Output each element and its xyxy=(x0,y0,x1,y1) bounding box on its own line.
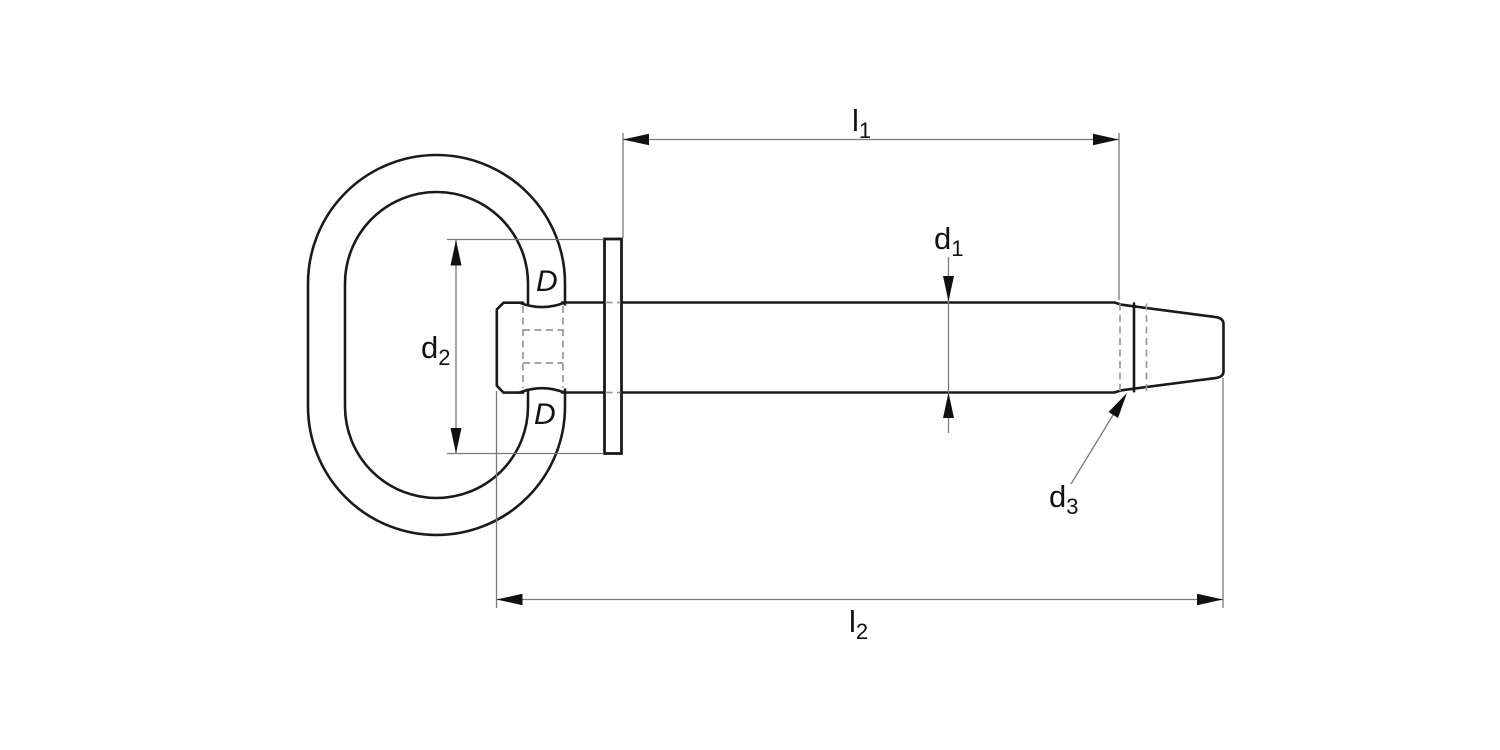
arrowhead xyxy=(1108,393,1127,418)
arrowhead-right xyxy=(1197,593,1223,606)
dimension-l1: l1 xyxy=(622,103,1120,300)
dim-label-d1: d1 xyxy=(934,221,964,261)
arrowhead-down xyxy=(450,428,462,454)
ring-wire-crossing-top xyxy=(518,301,566,309)
dimension-d1: d1 xyxy=(934,221,964,433)
arrowhead-up xyxy=(450,240,462,266)
arrowhead-down xyxy=(943,276,954,302)
pin-shaft-outline xyxy=(560,301,1225,394)
groove-hidden-mask xyxy=(509,305,572,389)
dimension-l2: l2 xyxy=(495,378,1224,644)
wire-diameter-label-bottom: D xyxy=(534,398,556,431)
arrowhead-up xyxy=(943,392,954,418)
dim-label-l2: l2 xyxy=(849,604,868,644)
dim-label-d2: d2 xyxy=(421,330,451,370)
arrowhead-right xyxy=(1093,133,1119,146)
pin-head xyxy=(495,301,525,394)
pin-body xyxy=(495,237,1225,455)
ring-wire-diameter-labels: D D xyxy=(534,265,558,431)
ring-wire-crossing-bottom xyxy=(518,386,566,394)
hidden-lines xyxy=(522,301,1148,394)
dim-label-l1: l1 xyxy=(852,103,871,143)
arrowhead-left xyxy=(496,593,523,606)
ring-outer-contour xyxy=(306,153,567,537)
ring-handle xyxy=(306,153,572,537)
wire-diameter-label-top: D xyxy=(536,265,558,298)
dimension-d2: d2 xyxy=(421,238,604,455)
dim-label-d3: d3 xyxy=(1049,479,1079,519)
dimension-d3: d3 xyxy=(1049,393,1127,519)
arrowhead-left xyxy=(623,133,649,146)
ring-inner-contour xyxy=(343,190,530,500)
collar xyxy=(603,237,623,455)
